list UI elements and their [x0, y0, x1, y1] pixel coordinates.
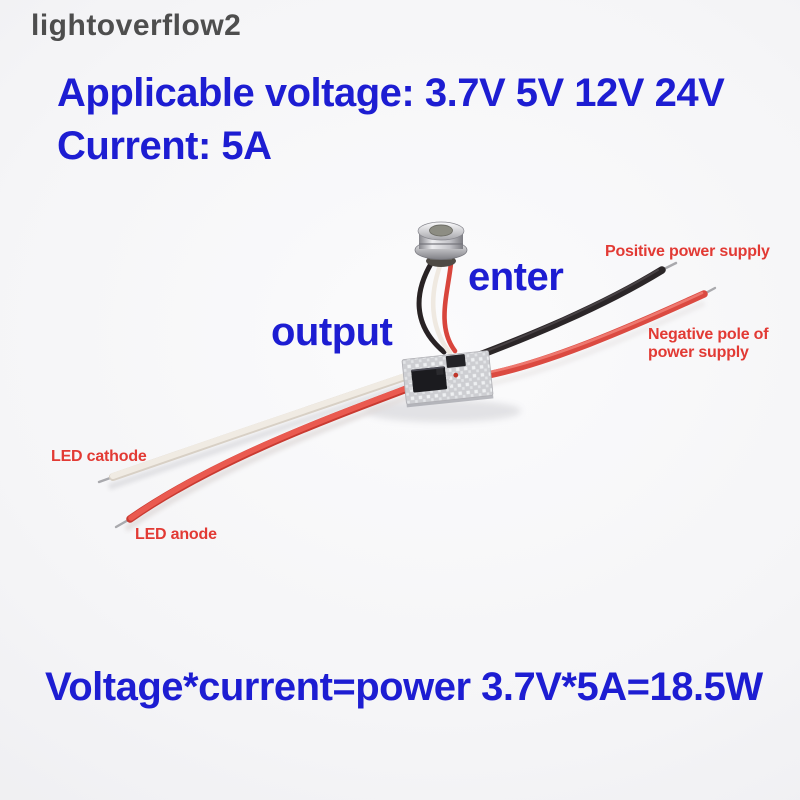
button-black-wire [416, 259, 447, 355]
led-cathode-label: LED cathode [51, 448, 147, 465]
ic-leg [407, 372, 412, 377]
white-wire-shadow [108, 381, 411, 490]
positive-supply-label: Positive power supply [605, 243, 770, 260]
red-wire-right-shadow [487, 300, 706, 387]
tiny-component [436, 368, 444, 376]
ic-leg [445, 368, 450, 373]
ic-leg [408, 386, 414, 391]
input-annotation: enter [468, 255, 564, 299]
ic-leg [408, 379, 413, 384]
red-wire-highlight [488, 291, 704, 374]
ic-leg [446, 382, 451, 387]
negative-supply-label: Negative pole of power supply [648, 326, 769, 362]
button-touch-pad [429, 224, 453, 237]
pcb-module [401, 350, 494, 408]
red-output-wire [128, 383, 415, 521]
button-red-wire [442, 260, 458, 354]
red-wire-left-shadow [124, 394, 410, 532]
shadows [108, 300, 706, 532]
board-shadow [365, 400, 521, 422]
input-wires [468, 261, 717, 379]
power-formula: Voltage*current=power 3.7V*5A=18.5W [45, 665, 763, 709]
button-white-wire [430, 260, 453, 356]
watermark: lightoverflow2 [31, 9, 242, 42]
touch-button [414, 221, 468, 267]
indicator-led [453, 372, 459, 378]
led-anode-label: LED anode [135, 526, 217, 543]
black-wire-highlight [473, 269, 659, 357]
button-wires [416, 259, 458, 356]
button-groove [419, 243, 463, 245]
small-component [445, 354, 466, 368]
ic-highlight [411, 366, 444, 372]
spec-current-line: Current: 5A [57, 124, 272, 168]
ic-leg [445, 375, 451, 380]
white-output-wire [110, 370, 417, 479]
spec-voltage-line: Applicable voltage: 3.7V 5V 12V 24V [57, 71, 725, 115]
red-input-wire [484, 290, 708, 379]
black-input-wire [468, 266, 666, 362]
output-wires [97, 370, 418, 529]
output-annotation: output [271, 310, 393, 354]
